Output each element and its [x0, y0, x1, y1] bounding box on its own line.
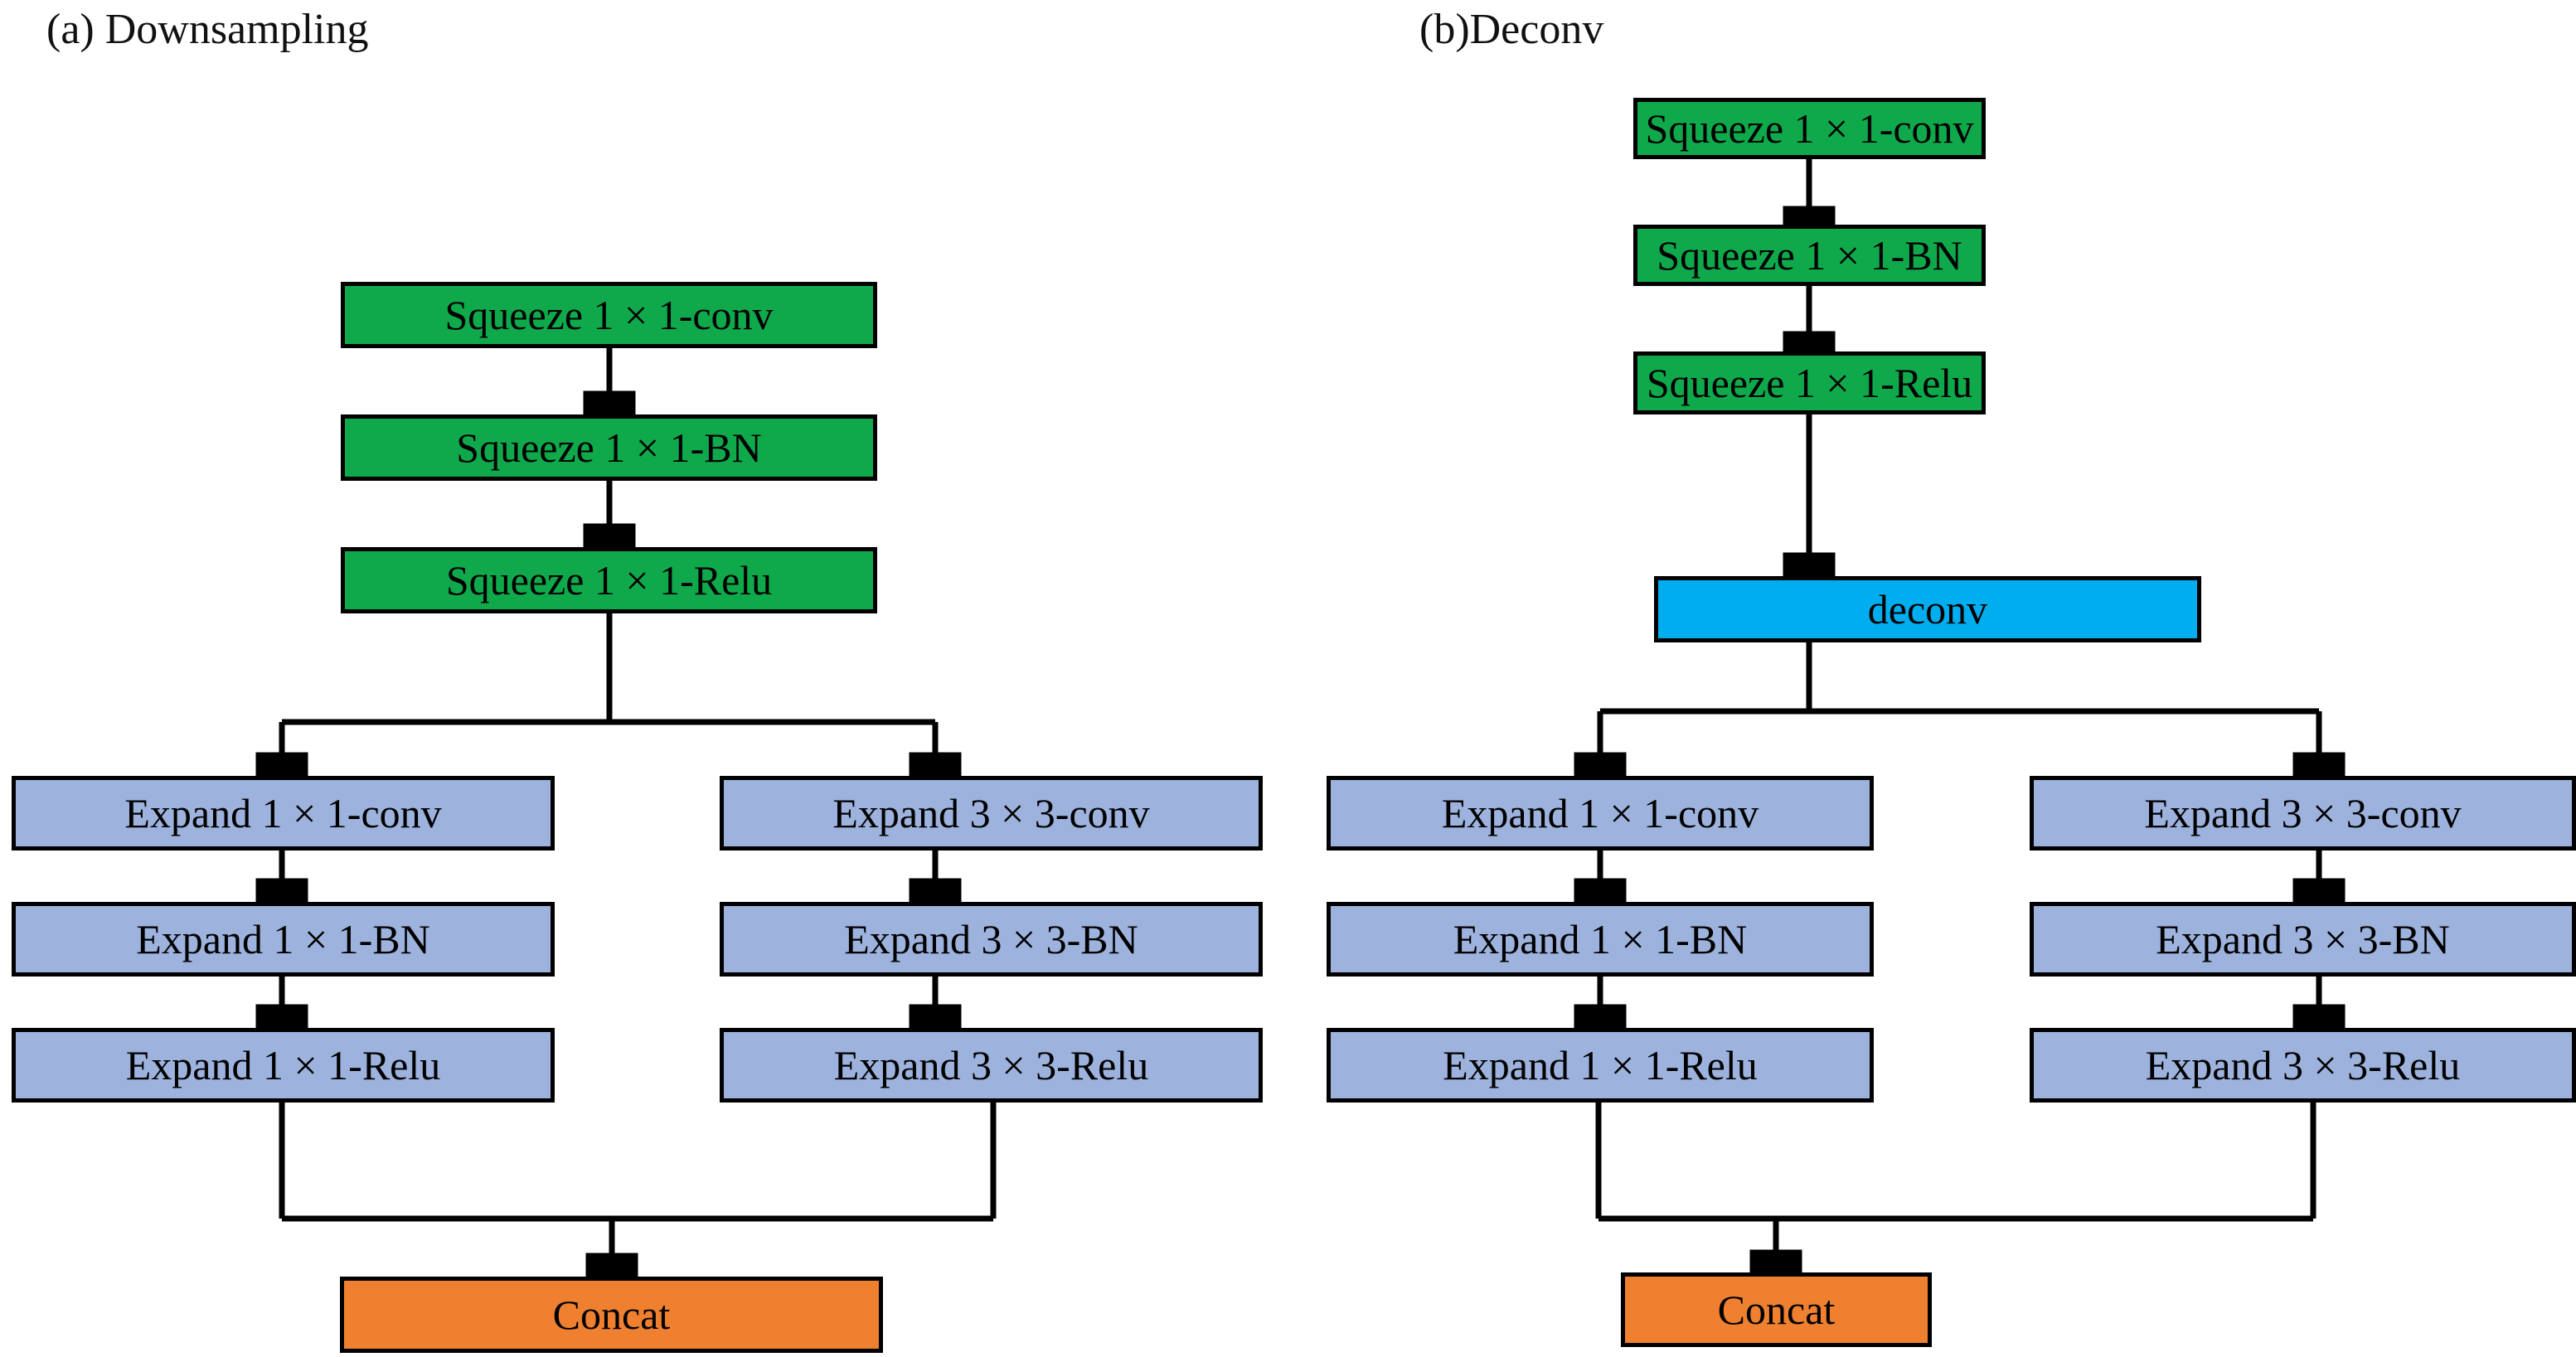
node-b-squeeze-1x1-bn[interactable]: Squeeze 1 × 1-BN — [1633, 225, 1986, 286]
node-a-expand-3x3-relu[interactable]: Expand 3 × 3-Relu — [720, 1028, 1263, 1103]
node-a-squeeze-1x1-relu[interactable]: Squeeze 1 × 1-Relu — [341, 547, 877, 613]
node-b-expand-3x3-relu[interactable]: Expand 3 × 3-Relu — [2030, 1028, 2576, 1103]
node-b-expand-1x1-bn[interactable]: Expand 1 × 1-BN — [1327, 902, 1874, 977]
node-b-deconv[interactable]: deconv — [1654, 576, 2201, 642]
panel-b-title: (b)Deconv — [1419, 6, 1604, 53]
node-b-squeeze-1x1-relu[interactable]: Squeeze 1 × 1-Relu — [1633, 351, 1986, 414]
node-b-concat[interactable]: Concat — [1621, 1272, 1932, 1347]
panel-a-title: (a) Downsampling — [46, 6, 369, 53]
node-b-expand-1x1-relu[interactable]: Expand 1 × 1-Relu — [1327, 1028, 1874, 1103]
node-a-squeeze-1x1-conv[interactable]: Squeeze 1 × 1-conv — [341, 282, 877, 348]
node-b-expand-3x3-bn[interactable]: Expand 3 × 3-BN — [2030, 902, 2576, 977]
node-b-squeeze-1x1-conv[interactable]: Squeeze 1 × 1-conv — [1633, 98, 1986, 159]
node-a-concat[interactable]: Concat — [340, 1277, 883, 1353]
node-a-squeeze-1x1-bn[interactable]: Squeeze 1 × 1-BN — [341, 414, 877, 481]
node-b-expand-1x1-conv[interactable]: Expand 1 × 1-conv — [1327, 776, 1874, 851]
node-a-expand-1x1-bn[interactable]: Expand 1 × 1-BN — [12, 902, 555, 977]
node-a-expand-3x3-conv[interactable]: Expand 3 × 3-conv — [720, 776, 1263, 851]
node-a-expand-3x3-bn[interactable]: Expand 3 × 3-BN — [720, 902, 1263, 977]
node-a-expand-1x1-conv[interactable]: Expand 1 × 1-conv — [12, 776, 555, 851]
node-b-expand-3x3-conv[interactable]: Expand 3 × 3-conv — [2030, 776, 2576, 851]
node-a-expand-1x1-relu[interactable]: Expand 1 × 1-Relu — [12, 1028, 555, 1103]
